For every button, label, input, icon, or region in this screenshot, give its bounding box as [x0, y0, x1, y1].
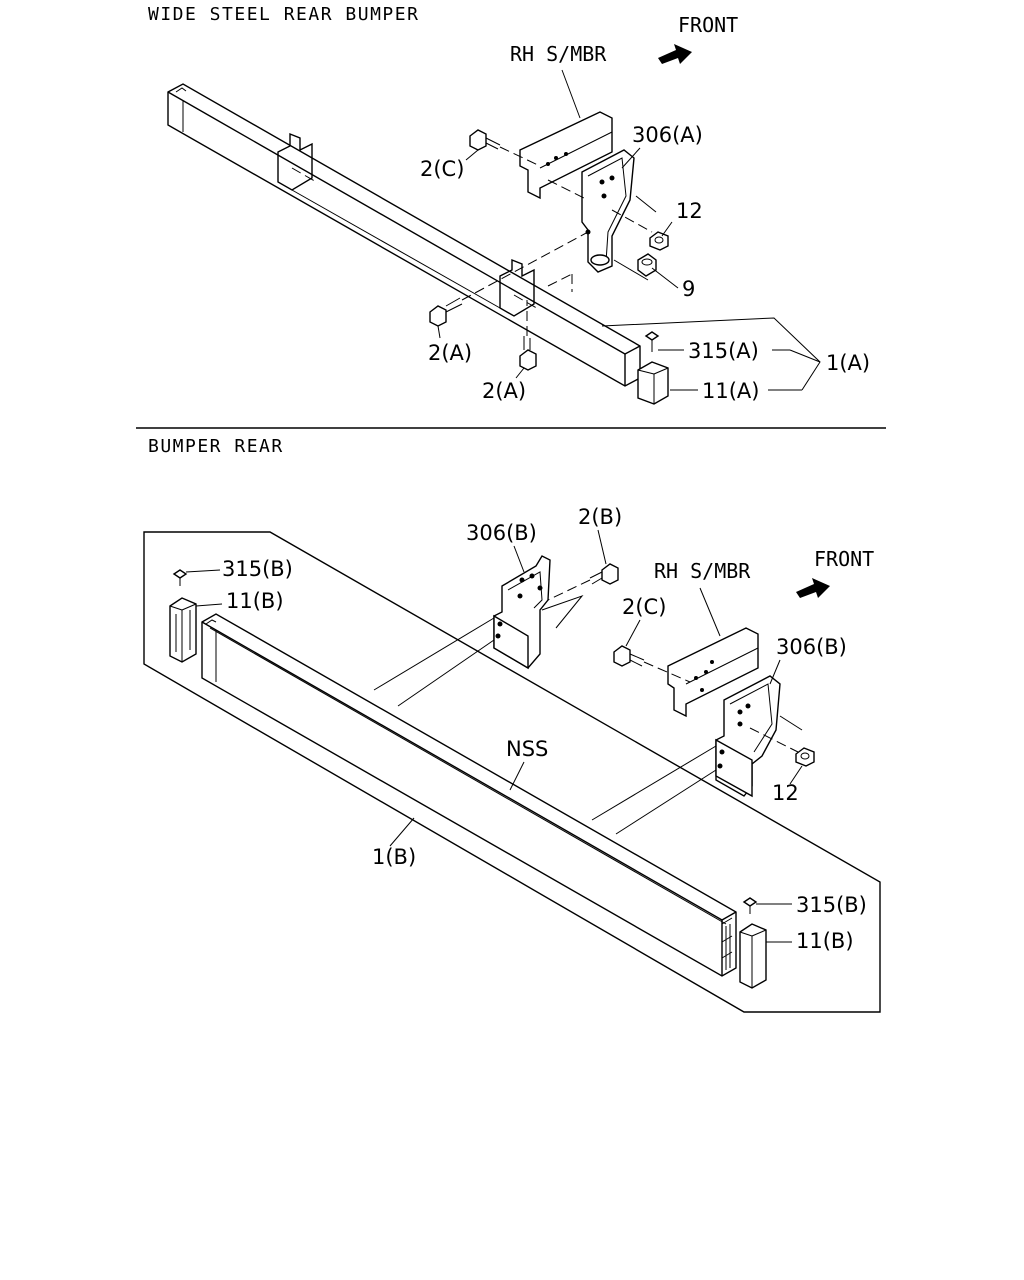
bottom-front-label: FRONT — [814, 547, 874, 571]
top-callout-9: 9 — [682, 277, 695, 301]
bottom-section: BUMPER REAR FRONT RH S/MBR — [143, 436, 881, 1013]
bottom-callout-306b-right: 306(B) — [776, 635, 847, 659]
bottom-bolt-2c — [613, 645, 691, 683]
bottom-side-member — [667, 627, 759, 718]
top-section: WIDE STEEL REAR BUMPER FRONT RH S/MBR — [148, 4, 870, 405]
top-side-member — [519, 111, 613, 200]
top-callout-2a-left: 2(A) — [428, 341, 472, 365]
top-bracket-306a — [581, 149, 657, 281]
top-callout-2a-bottom: 2(A) — [482, 379, 526, 403]
bottom-callout-11b-left: 11(B) — [226, 589, 284, 613]
bottom-section-title: BUMPER REAR — [148, 436, 284, 457]
top-bolt-2a-left — [429, 231, 589, 327]
top-callout-1a: 1(A) — [826, 351, 870, 375]
top-bolt-2c — [469, 129, 585, 199]
bottom-callout-315b-left: 315(B) — [222, 557, 293, 581]
top-bolt-2a-bottom — [519, 273, 573, 371]
top-callout-11a: 11(A) — [702, 379, 759, 403]
bottom-bracket-306b-right — [715, 675, 803, 798]
top-callout-12: 12 — [676, 199, 703, 223]
bottom-callout-2b: 2(B) — [578, 505, 622, 529]
bottom-end-cap-right — [739, 923, 767, 989]
bottom-callout-1b: 1(B) — [372, 845, 416, 869]
top-front-label: FRONT — [678, 13, 738, 37]
bottom-member-label: RH S/MBR — [654, 559, 751, 583]
top-screw-315a — [644, 331, 660, 352]
top-section-title: WIDE STEEL REAR BUMPER — [148, 4, 419, 25]
front-arrow-icon — [796, 578, 830, 598]
bottom-callout-2c: 2(C) — [622, 595, 666, 619]
top-member-label: RH S/MBR — [510, 42, 607, 66]
bottom-bumper-beam — [201, 613, 737, 977]
bottom-bracket-306b-left — [493, 555, 584, 670]
bottom-callout-306b-left: 306(B) — [466, 521, 537, 545]
top-bumper-beam — [167, 83, 641, 387]
bottom-callout-12: 12 — [772, 781, 799, 805]
bottom-nut-12 — [749, 727, 815, 767]
bottom-end-cap-left — [169, 597, 197, 663]
bottom-callout-11b-right: 11(B) — [796, 929, 854, 953]
top-callout-2c: 2(C) — [420, 157, 464, 181]
top-end-cap-11a — [637, 361, 669, 405]
bottom-bolt-2b — [547, 563, 619, 601]
top-callout-306a: 306(A) — [632, 123, 703, 147]
top-callout-315a: 315(A) — [688, 339, 759, 363]
assembly-outline — [143, 531, 881, 1013]
bottom-callout-nss: NSS — [506, 737, 548, 761]
bottom-screw-left — [172, 569, 188, 586]
bottom-screw-right — [742, 897, 758, 914]
front-arrow-icon — [658, 44, 692, 64]
top-collar-9 — [637, 253, 657, 277]
top-nut-12 — [611, 209, 669, 251]
bottom-callout-315b-right: 315(B) — [796, 893, 867, 917]
